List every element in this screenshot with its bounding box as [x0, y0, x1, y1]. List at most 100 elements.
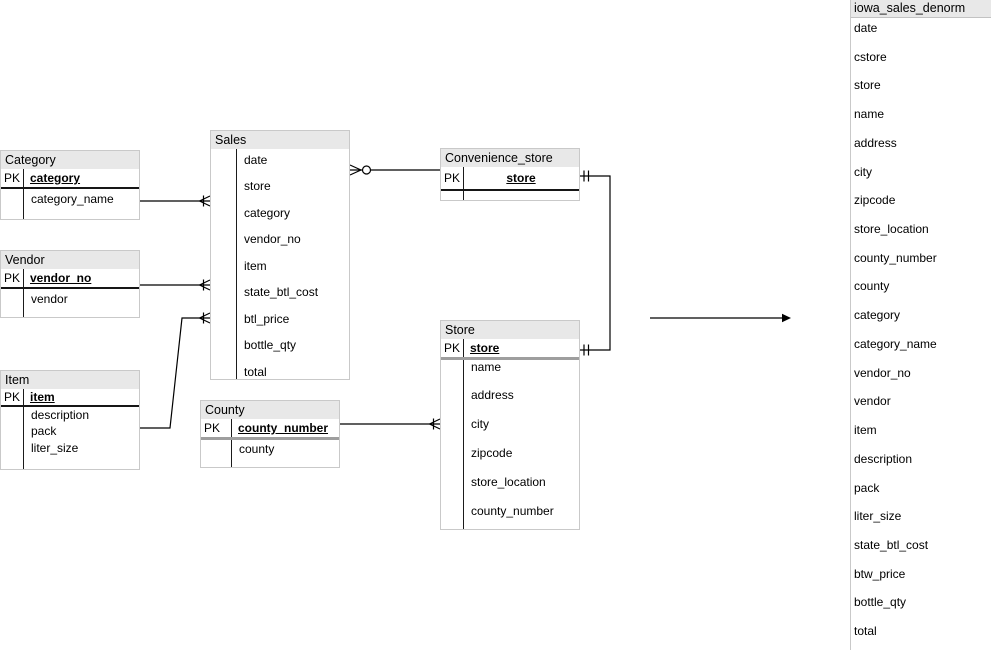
pk-label: PK — [444, 171, 461, 185]
pk-field: county_number — [238, 421, 329, 435]
entity-title: Category — [1, 151, 139, 169]
denormalize-arrow — [650, 313, 791, 323]
relationship-category-sales[interactable] — [140, 195, 211, 207]
entity-title: Convenience_store — [441, 149, 579, 167]
entity-body: PK store — [441, 167, 579, 200]
field-row: city — [471, 417, 489, 432]
pk-label: PK — [204, 421, 221, 435]
denorm-field-row: address — [854, 135, 897, 150]
pk-column-separator — [23, 269, 24, 317]
pk-row: PK store — [441, 167, 579, 189]
denorm-field-row: name — [854, 107, 885, 122]
pk-row: PK category — [1, 169, 139, 187]
denorm-field-row: vendor — [854, 394, 891, 409]
field-row: store_location — [471, 474, 546, 489]
relationship-county-store[interactable] — [340, 418, 441, 430]
pk-field: item — [30, 390, 55, 404]
pk-column-separator — [23, 389, 24, 469]
pk-column-separator — [236, 149, 237, 379]
pk-column-separator — [23, 169, 24, 219]
field-row: item — [244, 258, 267, 273]
denorm-field-row: item — [854, 423, 877, 438]
entity-title: County — [201, 401, 339, 419]
pk-divider — [441, 189, 579, 191]
entity-title: Vendor — [1, 251, 139, 269]
relationship-vendor-sales[interactable] — [140, 279, 211, 291]
field-row: description — [31, 407, 90, 422]
denorm-field-row: btw_price — [854, 566, 906, 581]
denorm-field-row: state_btl_cost — [854, 537, 929, 552]
pk-divider — [441, 357, 579, 360]
pk-field: vendor_no — [30, 271, 92, 285]
field-row: vendor_no — [244, 232, 301, 246]
pk-divider — [1, 287, 139, 289]
field-row: bottle_qty — [244, 338, 297, 352]
entity-title: Store — [441, 321, 579, 339]
denorm-field-row: total — [854, 624, 877, 639]
denorm-field-row: date — [854, 21, 878, 35]
pk-label: PK — [4, 171, 21, 185]
pk-divider — [201, 437, 339, 440]
field-row: state_btl_cost — [244, 285, 319, 299]
denorm-field-row: pack — [854, 480, 880, 495]
denorm-field-row: city — [854, 164, 872, 179]
denorm-field-row: store_location — [854, 222, 929, 237]
field-row: county_number — [471, 503, 554, 518]
denorm-field-row: vendor_no — [854, 365, 911, 380]
denorm-field-row: county_number — [854, 250, 937, 265]
denorm-field-row: description — [854, 451, 913, 466]
pk-row: PK item — [1, 389, 139, 405]
pk-column-separator — [231, 419, 232, 467]
field-row: county — [239, 441, 275, 456]
denorm-field-row: zipcode — [854, 193, 896, 208]
field-row: btl_price — [244, 311, 290, 326]
pk-field: store — [470, 341, 500, 355]
denorm-panel-title: iowa_sales_denorm — [851, 0, 991, 18]
denorm-field-row: category_name — [854, 336, 937, 351]
denorm-field-row: liter_size — [854, 509, 902, 524]
relationship-sales-convenience-store[interactable] — [349, 164, 440, 176]
field-row: total — [244, 364, 267, 379]
field-row: liter_size — [31, 440, 79, 455]
field-row: category_name — [31, 191, 114, 206]
entity-title: Item — [1, 371, 139, 389]
pk-row: PK county_number — [201, 419, 339, 437]
field-row: pack — [31, 424, 57, 439]
pk-divider — [1, 187, 139, 189]
denorm-field-row: county — [854, 279, 890, 294]
pk-field: store — [506, 171, 536, 185]
field-row: date — [244, 152, 268, 167]
denorm-field-row: cstore — [854, 49, 887, 64]
relationship-item-sales[interactable] — [140, 312, 211, 429]
pk-column-separator — [463, 167, 464, 200]
denorm-field-row: store — [854, 78, 881, 93]
field-row: name — [471, 359, 502, 374]
pk-label: PK — [4, 390, 21, 404]
relationship-convenience-store-store[interactable] — [580, 170, 611, 356]
field-row: vendor — [31, 291, 68, 306]
denorm-rows: date cstore store name address city zipcode sto… — [851, 18, 991, 650]
denorm-field-row: bottle_qty — [854, 595, 907, 610]
pk-field: category — [30, 171, 81, 185]
pk-divider — [1, 405, 139, 407]
entity-body: PK category category_name — [1, 169, 139, 219]
denorm-panel[interactable]: iowa_sales_denorm date cstore store name add… — [850, 0, 991, 650]
field-row: category — [244, 205, 291, 220]
field-row: address — [471, 388, 514, 403]
denorm-field-row: category — [854, 308, 901, 323]
